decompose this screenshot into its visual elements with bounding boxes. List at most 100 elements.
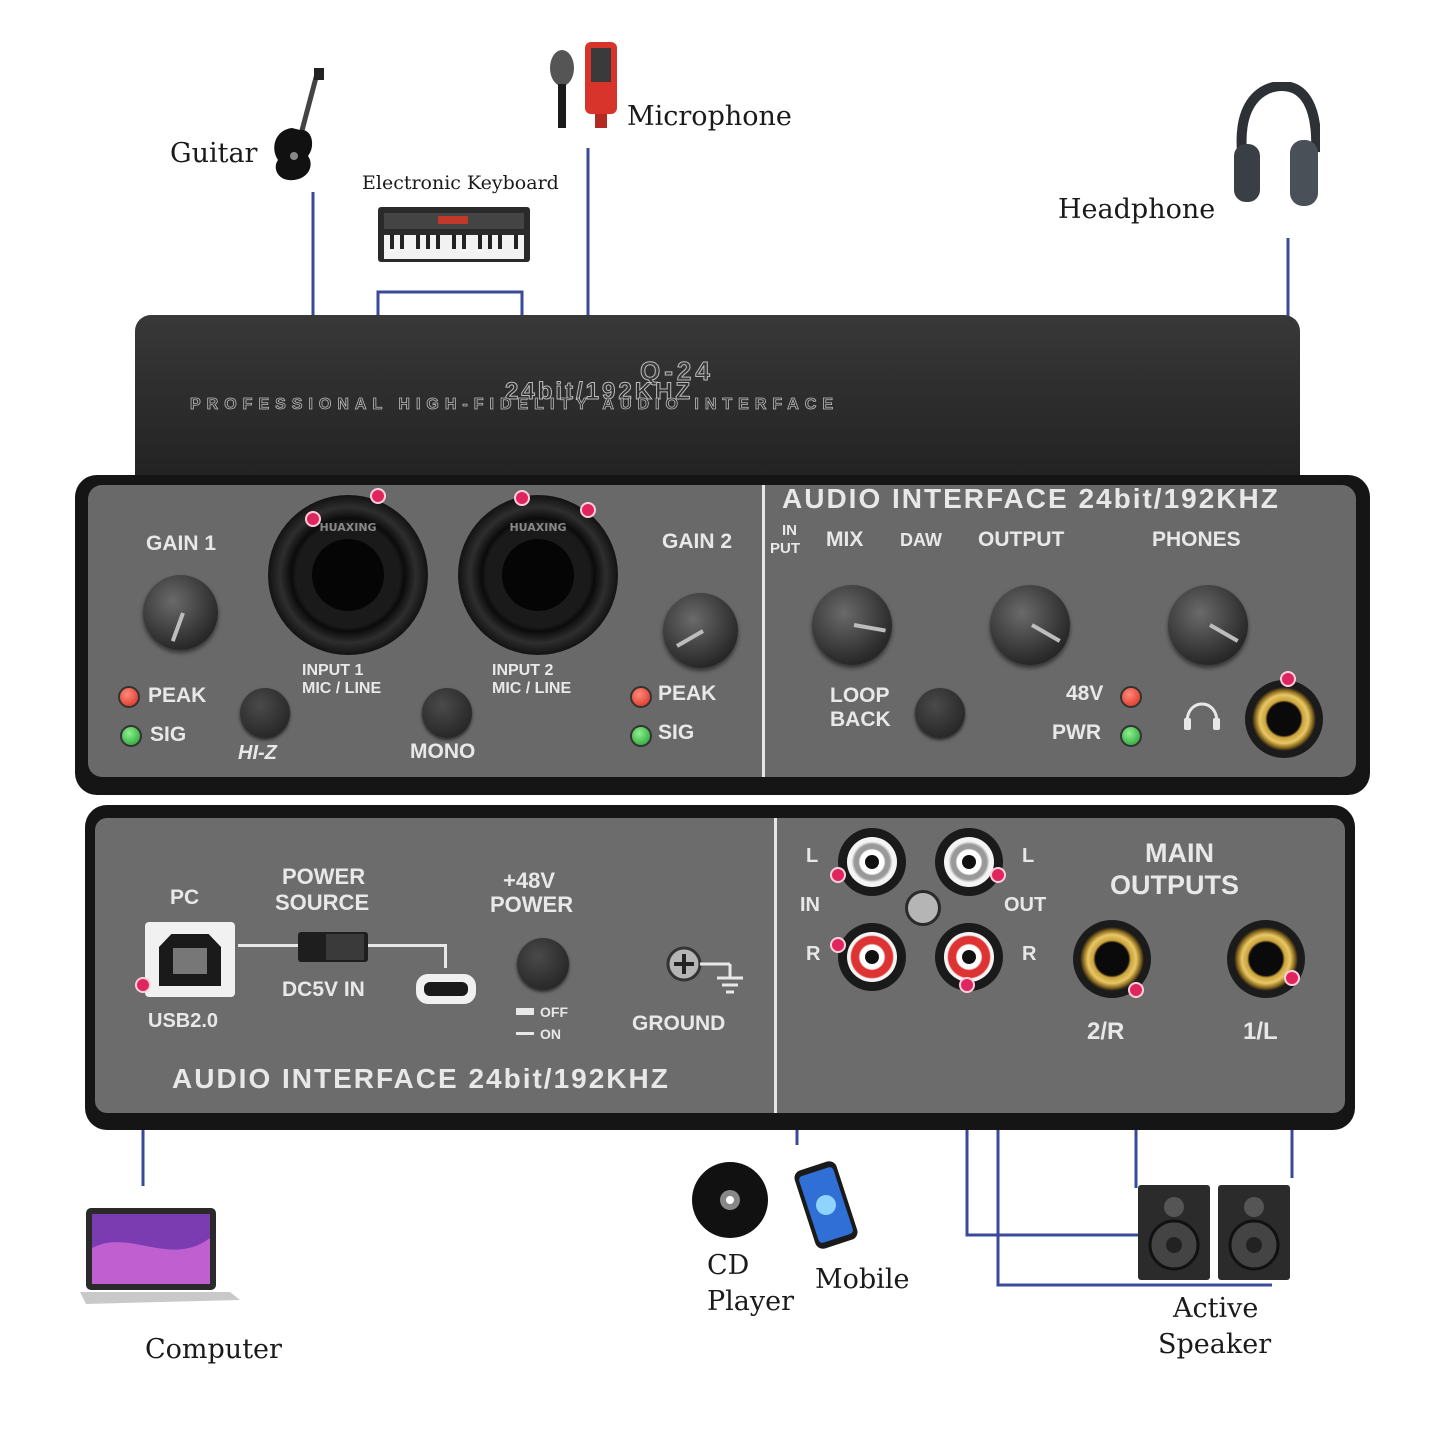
guitar-icon: [274, 68, 324, 181]
off-indicator: [516, 1008, 534, 1015]
gain2-label: GAIN 2: [662, 530, 733, 553]
mono-label: MONO: [410, 740, 476, 763]
on-indicator: [516, 1032, 534, 1035]
on-label: ON: [540, 1026, 561, 1042]
output-knob[interactable]: [990, 585, 1070, 665]
phantom-label-line2: POWER: [490, 892, 574, 917]
main-outputs-line1: MAIN: [1145, 838, 1214, 868]
microphone-icon: [550, 42, 617, 128]
input2-combo-jack[interactable]: HUAXING: [458, 495, 618, 655]
back-bottom-title: AUDIO INTERFACE 24bit/192KHZ: [172, 1063, 670, 1094]
phantom-label-line1: +48V: [503, 868, 555, 893]
off-label: OFF: [540, 1004, 568, 1020]
phantom-power-button[interactable]: [517, 938, 569, 990]
pwr-led: [1120, 725, 1142, 747]
connection-dot: [580, 502, 596, 518]
headphone-symbol-icon: [1184, 702, 1220, 730]
active-speaker-label-line2: Speaker: [1158, 1329, 1272, 1360]
power-switch-line-right: [368, 944, 446, 947]
ground-label: GROUND: [632, 1012, 726, 1035]
dc5v-label: DC5V IN: [282, 978, 365, 1001]
connection-dot: [135, 977, 151, 993]
rca-in-right[interactable]: [838, 923, 906, 991]
rca-out-left[interactable]: [935, 828, 1003, 896]
microphone-label: Microphone: [627, 101, 792, 132]
gain1-label: GAIN 1: [146, 532, 217, 555]
front-divider: [762, 485, 765, 777]
connection-dot: [959, 977, 975, 993]
cd-icon: [692, 1162, 768, 1238]
keyboard-icon: [378, 207, 530, 262]
back-divider: [774, 818, 777, 1113]
connection-dot: [514, 490, 530, 506]
sig2-led: [630, 725, 652, 747]
front-right-title: AUDIO INTERFACE 24bit/192KHZ: [782, 483, 1280, 514]
usb-b-port[interactable]: [145, 922, 235, 997]
peak2-led: [630, 686, 652, 708]
speaker-icon: [1138, 1185, 1290, 1280]
model-tagline: PROFESSIONAL HIGH-FIDELITY AUDIO INTERFA…: [190, 396, 840, 414]
connection-dot: [1280, 671, 1296, 687]
cd-player-label-line2: Player: [707, 1286, 795, 1317]
ground-terminal-icon[interactable]: [662, 942, 744, 1000]
peak2-label: PEAK: [658, 682, 717, 705]
headphone-icon: [1234, 82, 1320, 206]
mix-in-label: IN: [782, 522, 797, 539]
model-spec: 24bit/192KHZ: [504, 378, 694, 406]
main-out-1l-jack[interactable]: [1227, 920, 1305, 998]
cd-player-label-line1: CD: [707, 1250, 750, 1281]
loopback-label-line1: LOOP: [830, 684, 890, 707]
sig2-label: SIG: [658, 721, 695, 744]
input1-brand: HUAXING: [319, 521, 377, 534]
mobile-label: Mobile: [815, 1264, 910, 1295]
input1-label-line2: MIC / LINE: [302, 680, 382, 697]
power-switch-line-down: [444, 944, 447, 968]
gain1-knob[interactable]: [143, 575, 218, 650]
gain2-knob[interactable]: [663, 593, 738, 668]
connection-dot: [305, 511, 321, 527]
screw-icon: [905, 890, 941, 926]
connection-dot: [990, 867, 1006, 883]
rca-out-r-label: R: [1022, 943, 1037, 965]
connection-dot: [830, 867, 846, 883]
headphone-label: Headphone: [1058, 194, 1216, 225]
hiz-button[interactable]: [240, 688, 290, 738]
mono-button[interactable]: [422, 688, 472, 738]
mix-label: MIX: [826, 528, 864, 551]
rca-out-label: OUT: [1004, 894, 1047, 916]
main-outputs-line2: OUTPUTS: [1110, 870, 1240, 900]
rca-in-label: IN: [800, 894, 820, 916]
output-label: OUTPUT: [978, 528, 1065, 551]
computer-label: Computer: [145, 1334, 282, 1365]
device-top-cover: [135, 315, 1300, 495]
v48-led: [1120, 686, 1142, 708]
laptop-icon: [80, 1208, 240, 1304]
power-source-label-line2: SOURCE: [275, 890, 370, 915]
connection-dot: [830, 937, 846, 953]
hiz-label: HI-Z: [238, 742, 277, 764]
micro-usb-port[interactable]: [416, 974, 476, 1004]
mix-knob[interactable]: [812, 585, 892, 665]
power-source-switch[interactable]: [298, 932, 368, 962]
input1-combo-jack[interactable]: HUAXING: [268, 495, 428, 655]
rca-in-left[interactable]: [838, 828, 906, 896]
mix-daw-label: DAW: [900, 530, 942, 550]
sig1-led: [120, 725, 142, 747]
power-switch-line-left: [238, 944, 300, 947]
peak1-led: [118, 686, 140, 708]
power-source-label-line1: POWER: [282, 864, 366, 889]
pc-label: PC: [170, 886, 200, 909]
loopback-button[interactable]: [915, 688, 965, 738]
connection-dot: [1128, 982, 1144, 998]
mobile-icon: [794, 1161, 858, 1249]
input2-label-line2: MIC / LINE: [492, 680, 572, 697]
connection-dot: [1284, 970, 1300, 986]
phones-knob[interactable]: [1168, 585, 1248, 665]
usb-label: USB2.0: [148, 1010, 219, 1032]
main-out-1l-label: 1/L: [1243, 1018, 1278, 1045]
active-speaker-label-line1: Active: [1173, 1293, 1259, 1324]
v48-label: 48V: [1066, 682, 1104, 705]
phones-jack[interactable]: [1245, 680, 1323, 758]
rca-in-l-label: L: [806, 845, 819, 867]
connection-dot: [370, 488, 386, 504]
